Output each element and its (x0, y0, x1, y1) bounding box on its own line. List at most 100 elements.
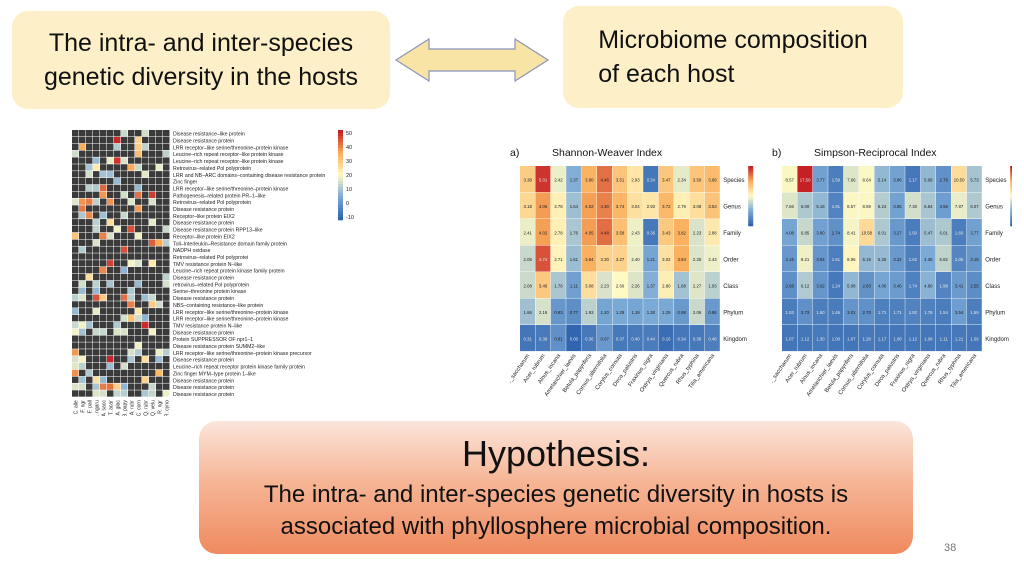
heatmap-cell (643, 325, 659, 352)
heatmap-cell (566, 166, 582, 193)
heatmap-cell (100, 301, 107, 308)
heatmap-cell (100, 219, 107, 226)
heatmap-cell (107, 177, 114, 185)
cell-value-label: 1.61 (570, 257, 579, 262)
heatmap-cell (114, 342, 121, 349)
cell-value-label: 3.84 (678, 257, 687, 262)
heatmap-cell (951, 325, 967, 352)
heatmap-cell (128, 267, 135, 274)
heatmap-cell (689, 272, 705, 299)
colorbar-segment (748, 190, 754, 193)
heatmap-cell (149, 253, 156, 260)
colorbar-segment (338, 163, 343, 167)
colorbar-segment (748, 212, 754, 215)
cell-value-label: 1.59 (832, 177, 841, 182)
heatmap-cell (72, 369, 79, 377)
heatmap-cell (72, 390, 79, 397)
column-label: C. corn (137, 400, 143, 416)
heatmap-cell (128, 349, 135, 356)
heatmap-cell (797, 298, 813, 325)
heatmap-cell (107, 136, 114, 144)
heatmap-cell (107, 246, 114, 253)
heatmap-cell (72, 150, 79, 157)
heatmap-cell (114, 232, 121, 240)
heatmap-cell (905, 298, 921, 325)
heatmap-cell (920, 325, 936, 352)
cell-value-label: 3.32 (893, 257, 902, 262)
heatmap-cell (114, 273, 121, 281)
heatmap-cell (163, 376, 170, 383)
heatmap-cell (100, 212, 107, 219)
row-label: Retrovirus–related Pol polyprotei (173, 255, 248, 261)
cell-value-label: 1.07 (786, 336, 795, 341)
heatmap-cell (100, 383, 107, 390)
heatmap-cell (156, 239, 163, 246)
cell-value-label: 1.19 (631, 310, 640, 315)
column-label: R. ngr (158, 400, 164, 414)
heatmap-cell (156, 321, 163, 329)
heatmap-cell (142, 321, 149, 329)
cell-value-label: 0.81 (554, 336, 563, 341)
heatmap-cell (114, 383, 121, 390)
heatmap-cell (520, 298, 535, 325)
heatmap-cell (149, 219, 156, 226)
heatmap-cell (797, 166, 813, 193)
heatmap-cell (79, 308, 86, 315)
colorbar-segment (338, 133, 343, 137)
cell-value-label: 2.93 (631, 177, 640, 182)
heatmap-cell (86, 143, 93, 151)
heatmap-cell (107, 362, 114, 370)
cell-value-label: 3.51 (616, 177, 625, 182)
cell-value-label: 2.25 (693, 257, 702, 262)
cell-value-label: 3.68 (708, 177, 717, 182)
cell-value-label: 3.84 (585, 257, 594, 262)
heatmap-cell (121, 369, 128, 377)
cell-value-label: 3.54 (955, 310, 964, 315)
heatmap-cell (121, 390, 128, 397)
heatmap-cell (128, 362, 135, 370)
heatmap-cell (135, 239, 142, 246)
heatmap-cell (905, 192, 921, 219)
heatmap-cell (114, 390, 121, 397)
heatmap-cell (643, 192, 659, 219)
cell-value-label: 5.14 (878, 177, 887, 182)
heatmap-cell (135, 335, 142, 342)
heatmap-cell (689, 298, 705, 325)
double-arrow-icon (394, 37, 550, 83)
heatmap-cell (581, 325, 597, 352)
row-label: Receptor–like protein EIX2 (173, 234, 235, 240)
colorbar-segment (748, 172, 754, 175)
heatmap-cell (100, 239, 107, 246)
row-label: Pathogenesis–related protein PR–1–like (173, 193, 266, 199)
heatmap-cell (128, 308, 135, 315)
microbiome-composition-box: Microbiome composition of each host (563, 6, 903, 108)
heatmap-cell (163, 219, 170, 226)
colorbar-segment (1010, 180, 1012, 183)
heatmap-cell (114, 130, 121, 137)
colorbar-segment (748, 200, 754, 203)
cell-value-label: 2.27 (693, 283, 702, 288)
heatmap-cell (156, 171, 163, 178)
colorbar-segment (338, 199, 343, 203)
cell-value-label: 0.34 (678, 336, 687, 341)
heatmap-cell (79, 205, 86, 212)
heatmap-cell (142, 130, 149, 137)
colorbar-segment (748, 220, 754, 223)
cell-value-label: 1.61 (832, 257, 841, 262)
colorbar-tick-label: 50 (346, 131, 352, 137)
heatmap-cell (86, 198, 93, 205)
heatmap-cell (79, 328, 86, 335)
cell-value-label: 4.30 (601, 204, 610, 209)
heatmap-cell (121, 130, 128, 137)
heatmap-cell (142, 376, 149, 383)
heatmap-cell (128, 383, 135, 390)
heatmap-cell (149, 280, 156, 288)
heatmap-cell (905, 245, 921, 272)
cell-value-label: 8.41 (847, 230, 856, 235)
heatmap-cell (114, 150, 121, 157)
heatmap-cell (674, 192, 689, 219)
heatmap-cell (142, 150, 149, 157)
heatmap-cell (79, 287, 86, 294)
cell-value-label: 3.46 (539, 283, 548, 288)
heatmap-cell (142, 314, 149, 322)
